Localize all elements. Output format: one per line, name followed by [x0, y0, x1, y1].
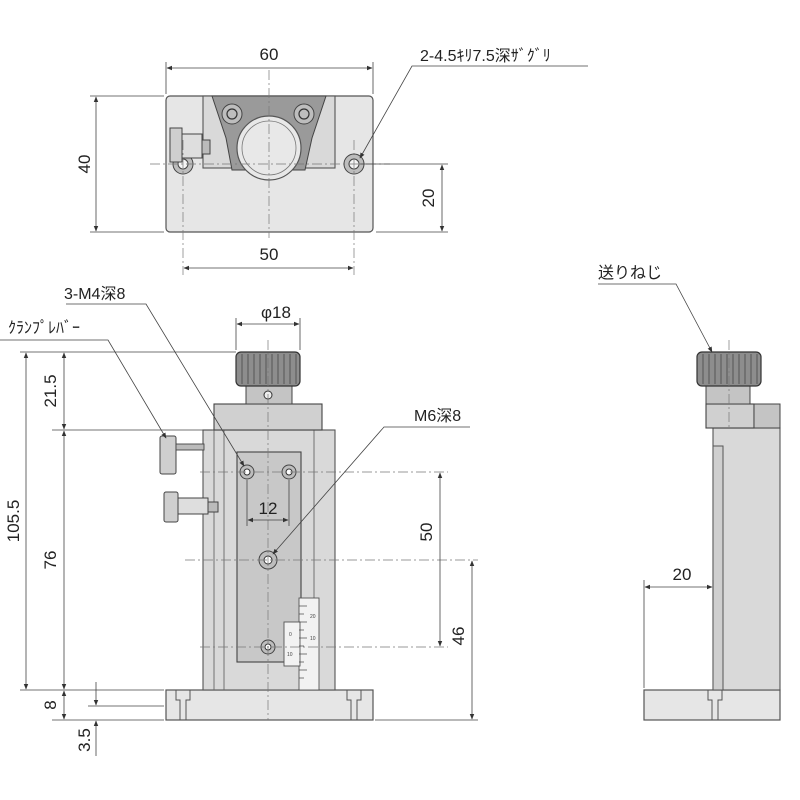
- front-view-base: [165, 689, 374, 721]
- top-view: 60 40 50 20 2-4.5ｷﾘ7.5深ｻﾞｸﾞﾘ: [75, 45, 588, 275]
- note-feed-screw: 送りねじ: [598, 264, 662, 282]
- leader-m6: [272, 426, 470, 555]
- leader-feed-screw: [598, 283, 713, 353]
- dim-hole-offset-20: 20: [419, 189, 438, 208]
- dim-total-height: 105.5: [4, 500, 23, 543]
- dim-center-hole-height: 46: [449, 627, 468, 646]
- top-view-clamp-lever: [169, 127, 211, 163]
- scale-label-20: 20: [310, 614, 316, 620]
- scale-label-10a: 10: [310, 636, 316, 642]
- dim-m4-spacing: 12: [259, 499, 278, 518]
- dim-height-40: 40: [75, 155, 94, 174]
- side-view: 20 送りねじ: [598, 264, 781, 721]
- dim-knob-height: 21.5: [41, 374, 60, 407]
- front-view-feed-knob: [235, 351, 301, 387]
- dim-side-offset: 20: [673, 565, 692, 584]
- dim-base-height: 8: [41, 700, 60, 709]
- dim-hole-spacing-50: 50: [260, 245, 279, 264]
- dim-width-60: 60: [260, 45, 279, 64]
- front-view-scale: 20 10 0 10: [283, 597, 320, 691]
- side-view-feed-knob: [696, 351, 762, 387]
- leader-clamp-lever: [0, 339, 167, 439]
- note-m6-hole: M6深8: [414, 407, 461, 425]
- leader-m4: [66, 303, 245, 467]
- note-counterbore-holes: 2-4.5ｷﾘ7.5深ｻﾞｸﾞﾘ: [420, 47, 551, 65]
- dim-hole-vertical-spacing: 50: [417, 523, 436, 542]
- top-view-screw-left: [221, 103, 243, 125]
- leader-hole-note: [359, 65, 588, 159]
- dim-body-height: 76: [41, 551, 60, 570]
- scale-label-0: 0: [289, 632, 292, 638]
- scale-label-10b: 10: [287, 652, 293, 658]
- note-m4-holes: 3-M4深8: [64, 285, 125, 303]
- note-clamp-lever: ｸﾗﾝﾌﾟﾚﾊﾞｰ: [8, 319, 80, 337]
- front-view-clamp-lever: [159, 435, 219, 523]
- front-view: 20 10 0 10 φ18 12 50: [0, 285, 478, 756]
- top-view-screw-right: [293, 103, 315, 125]
- dim-base-step: 3.5: [75, 728, 94, 752]
- dim-knob-diameter: φ18: [261, 303, 291, 322]
